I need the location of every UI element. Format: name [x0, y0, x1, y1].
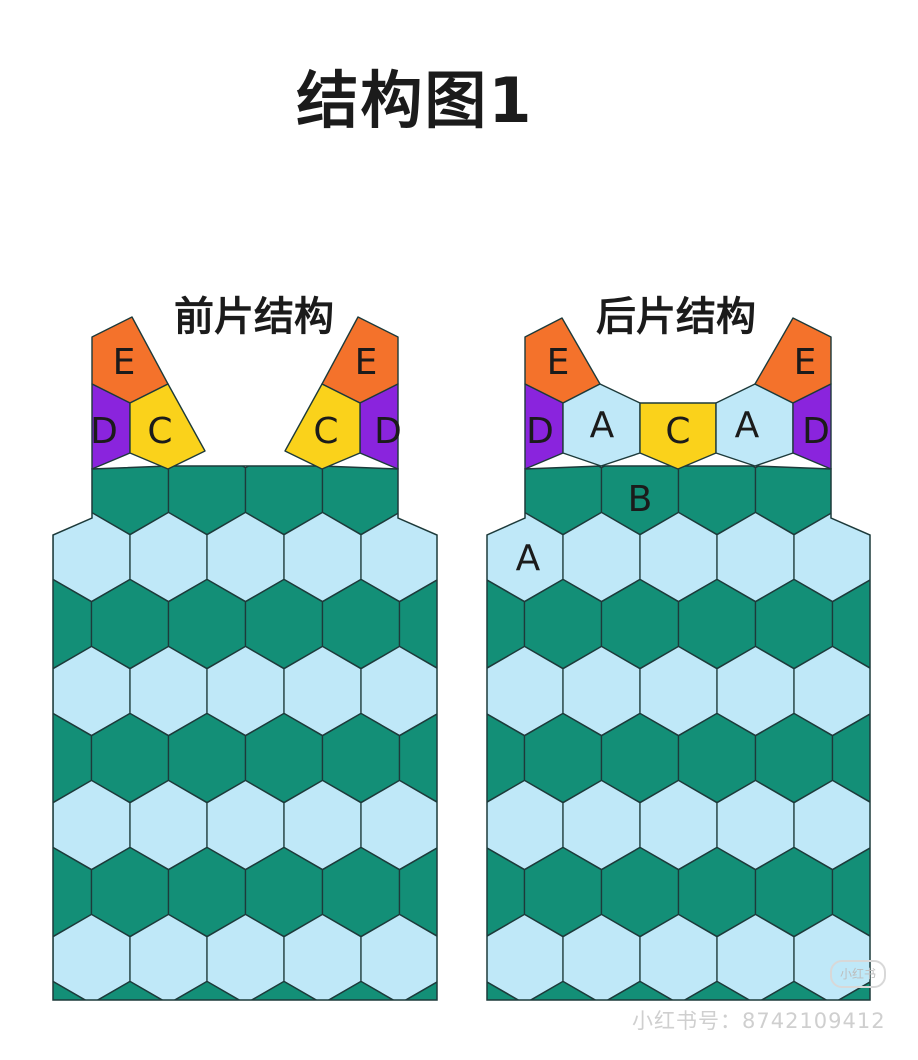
- hex-cell: [53, 466, 93, 536]
- hex-cell: [871, 513, 918, 602]
- back-piece-e-right: [754, 317, 832, 404]
- front-heading: 前片结构: [174, 294, 334, 340]
- hex-cell: [793, 913, 870, 1000]
- back-piece-c: [639, 402, 717, 470]
- hex-cell: [53, 913, 54, 1000]
- front-label-d-right: D: [374, 411, 402, 452]
- front-piece-c-left: [129, 383, 206, 470]
- hex-cell: [831, 578, 870, 670]
- hex-cell: [398, 846, 437, 938]
- watermark-badge: 小红书: [830, 960, 886, 988]
- hex-cell: [910, 982, 918, 1060]
- hex-cell: [831, 846, 870, 938]
- back-panel: E D A C A E D B A 后片结构: [486, 294, 918, 1060]
- back-label-a-right: A: [735, 405, 760, 446]
- panel-outline: [486, 465, 871, 1001]
- back-label-d-right: D: [802, 411, 830, 452]
- back-neckline-pieces: [524, 317, 832, 470]
- back-label-a-left: A: [590, 405, 615, 446]
- back-label-e-right: E: [794, 342, 817, 383]
- front-panel: E D C E C D 前片结构: [52, 294, 438, 1001]
- hex-cell: [398, 466, 437, 536]
- back-label-c: C: [665, 411, 690, 452]
- hex-cell: [831, 712, 870, 804]
- hex-cell: [910, 446, 918, 535]
- front-label-c-right: C: [313, 411, 338, 452]
- front-hex-grid: [53, 466, 437, 1000]
- hex-cell: [871, 915, 918, 1004]
- hex-cell: [398, 712, 437, 804]
- panel-outline: [52, 465, 438, 1001]
- hex-cell: [831, 466, 870, 536]
- back-label-b: B: [628, 479, 653, 520]
- watermark-id: 小红书号：8742109412: [632, 1009, 886, 1033]
- hex-cell: [910, 580, 918, 669]
- front-piece-c-right: [284, 383, 361, 470]
- back-label-e-left: E: [547, 342, 570, 383]
- back-label-a-side: A: [516, 538, 541, 579]
- hex-cell: [910, 848, 918, 937]
- page-title: 结构图1: [296, 64, 534, 137]
- hex-cell: [871, 647, 918, 736]
- front-label-e-right: E: [355, 342, 378, 383]
- hex-cell: [53, 511, 54, 603]
- back-heading: 后片结构: [596, 294, 756, 340]
- hex-cell: [487, 466, 526, 536]
- hex-cell: [398, 578, 437, 670]
- hex-cell: [871, 781, 918, 870]
- back-label-d-left: D: [526, 411, 554, 452]
- hex-cell: [360, 913, 437, 1000]
- front-label-e-left: E: [113, 342, 136, 383]
- hex-cell: [53, 779, 54, 871]
- front-neckline-pieces: [91, 316, 399, 470]
- front-label-d-left: D: [90, 411, 118, 452]
- front-label-c-left: C: [147, 411, 172, 452]
- back-piece-d-right: [792, 383, 832, 470]
- hex-cell: [910, 714, 918, 803]
- hex-cell: [53, 645, 54, 737]
